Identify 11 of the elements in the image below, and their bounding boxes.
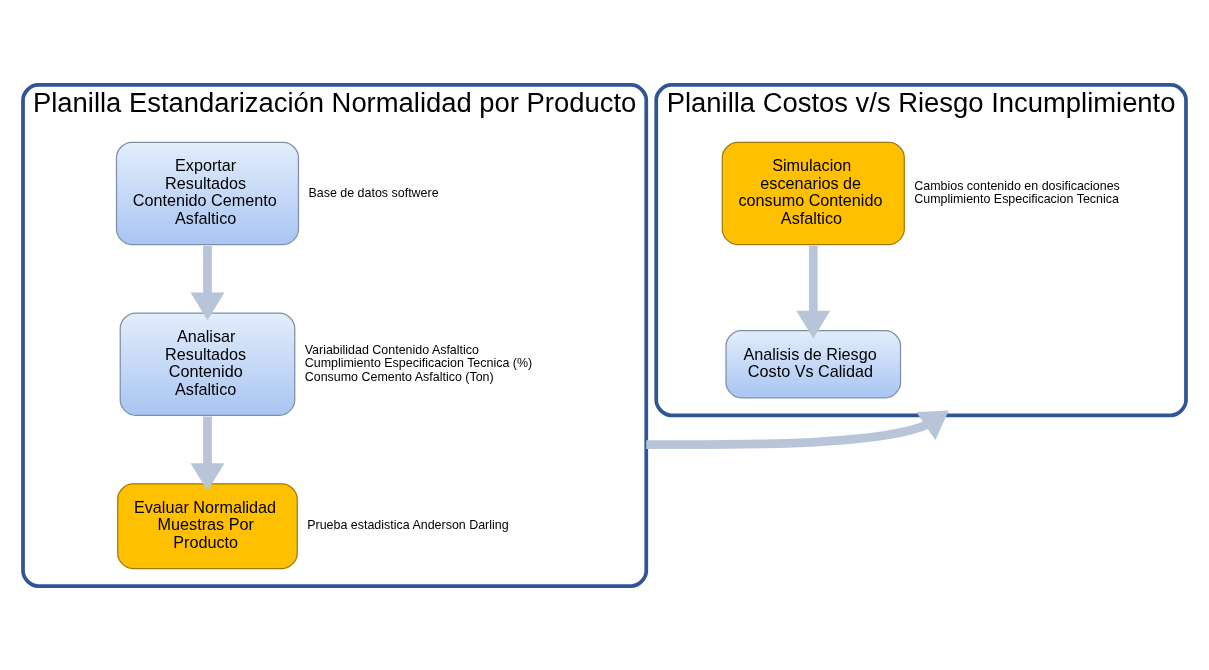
node-label: Base de datos softwere	[308, 185, 439, 200]
node-label: Cumplimiento Especificacion Tecnica	[914, 191, 1119, 206]
node-label: Variabilidad Contenido Asfaltico	[304, 342, 479, 357]
node-label: Prueba estadistica Anderson Darling	[307, 517, 509, 532]
arrow	[190, 416, 225, 491]
node-label: Cambios contenido en dosificaciones	[914, 178, 1120, 193]
arrow	[796, 245, 831, 338]
arrow	[646, 410, 949, 449]
arrow	[190, 245, 225, 320]
node-label: Consumo Cemento Asfaltico (Ton)	[304, 369, 494, 384]
node-label: Cumplimiento Especificacion Tecnica (%)	[304, 355, 533, 370]
